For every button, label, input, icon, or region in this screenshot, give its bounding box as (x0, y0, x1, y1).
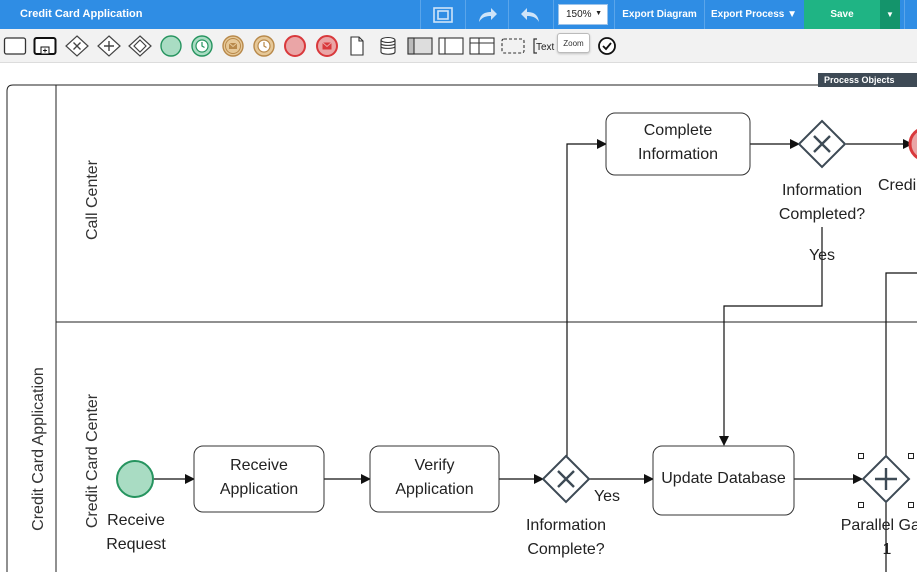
pool-label: Credit Card Application (30, 367, 47, 531)
undo-icon (521, 7, 539, 22)
save-options-button[interactable]: ▼ (880, 0, 900, 29)
validate-tool[interactable] (596, 35, 618, 57)
complete-information-label: Complete Information (637, 122, 719, 163)
fit-screen-icon (433, 6, 453, 23)
information-complete-label: Information Complete? (525, 517, 607, 558)
timer-start-event-icon (191, 35, 213, 57)
zoom-value: 150% (566, 9, 592, 20)
message-start-event-icon (222, 35, 244, 57)
receive-application-label: Receive Application (219, 457, 299, 498)
lane-tool[interactable] (438, 35, 464, 57)
zoom-tooltip: Zoom (557, 33, 590, 53)
text-tool-label: Text (536, 42, 555, 53)
app-title: Credit Card Application (20, 8, 143, 20)
parallel-gateway-label: Parallel Gate 1 (840, 517, 917, 558)
top-bar: Credit Card Application 150% ▼ Export Di… (0, 0, 917, 29)
diagram-svg (6, 84, 917, 572)
yes-label-2: Yes (808, 247, 836, 264)
start-event-tool[interactable] (158, 35, 184, 57)
diagram-canvas[interactable]: Process Objects Credit Card Application … (0, 63, 917, 572)
information-completed-gateway[interactable] (797, 119, 847, 169)
flow-no-to-complete-info[interactable] (566, 139, 607, 456)
exclusive-gateway-tool[interactable] (64, 35, 90, 57)
credit-end-label: Credi (878, 177, 917, 194)
parallel-gateway-icon (97, 35, 121, 57)
flow-parallel-branch-up[interactable] (885, 272, 917, 456)
topbar-extra-button[interactable] (904, 0, 917, 29)
parallel-gateway-1[interactable] (858, 453, 914, 508)
data-store-tool[interactable] (377, 35, 399, 57)
chevron-down-icon: ▼ (595, 10, 602, 17)
process-objects-tab[interactable]: Process Objects (818, 73, 917, 87)
shape-palette: Text (0, 29, 917, 63)
redo-icon (479, 7, 497, 22)
group-icon (501, 38, 525, 54)
validate-icon (598, 37, 616, 55)
redo-button[interactable] (465, 0, 508, 29)
message-end-event-icon (316, 35, 338, 57)
save-button[interactable]: Save (804, 0, 880, 29)
subprocess-tool[interactable] (33, 35, 57, 57)
credit-end-event[interactable] (908, 128, 917, 160)
lane-label-call-center: Call Center (84, 159, 101, 241)
fit-to-screen-button[interactable] (420, 0, 465, 29)
timer-intermediate-event-icon (253, 35, 275, 57)
end-event-icon (284, 35, 306, 57)
complete-information-task[interactable] (605, 112, 751, 176)
text-annotation-icon: Text (533, 38, 555, 54)
exclusive-gateway-icon (65, 35, 89, 57)
export-process-button[interactable]: Export Process ▼ (704, 0, 803, 29)
pool-icon (407, 37, 433, 55)
zoom-select[interactable]: 150% ▼ (558, 4, 608, 25)
update-database-label: Update Database (661, 470, 786, 487)
selection-handle[interactable] (908, 502, 914, 508)
timer-intermediate-event-tool[interactable] (251, 35, 277, 57)
task-icon (3, 37, 27, 55)
pool-border[interactable] (6, 84, 917, 572)
data-object-tool[interactable] (346, 35, 368, 57)
data-store-icon (380, 36, 396, 55)
horizontal-lane-icon (469, 37, 495, 55)
message-end-event-tool[interactable] (314, 35, 340, 57)
pool-tool[interactable] (407, 35, 433, 57)
parallel-gateway-tool[interactable] (96, 35, 122, 57)
timer-start-event-tool[interactable] (189, 35, 215, 57)
information-complete-gateway[interactable] (541, 454, 591, 504)
task-tool[interactable] (3, 35, 27, 57)
event-gateway-icon (128, 35, 152, 57)
verify-application-task[interactable] (369, 445, 500, 513)
undo-button[interactable] (508, 0, 553, 29)
text-annotation-tool[interactable]: Text (531, 35, 557, 57)
start-event-icon (160, 35, 182, 57)
export-diagram-button[interactable]: Export Diagram (614, 0, 704, 29)
yes-label-1: Yes (593, 488, 621, 505)
message-start-event-tool[interactable] (220, 35, 246, 57)
receive-request-label: Receive Request (106, 512, 166, 553)
group-tool[interactable] (500, 35, 526, 57)
flow-yes-to-update-db[interactable] (719, 227, 823, 446)
information-completed-label: Information Completed? (778, 182, 866, 223)
event-gateway-tool[interactable] (127, 35, 153, 57)
subprocess-icon (33, 37, 57, 55)
selection-handle[interactable] (858, 453, 864, 459)
selection-handle[interactable] (908, 453, 914, 459)
end-event-tool[interactable] (282, 35, 308, 57)
receive-request-start-event[interactable] (116, 460, 154, 498)
update-database-task[interactable] (652, 445, 795, 516)
receive-application-task[interactable] (193, 445, 325, 513)
selection-handle[interactable] (858, 502, 864, 508)
verify-application-label: Verify Application (395, 457, 474, 498)
horizontal-lane-tool[interactable] (469, 35, 495, 57)
data-object-icon (350, 36, 364, 56)
zoom-control (553, 0, 614, 29)
lane-icon (438, 37, 464, 55)
